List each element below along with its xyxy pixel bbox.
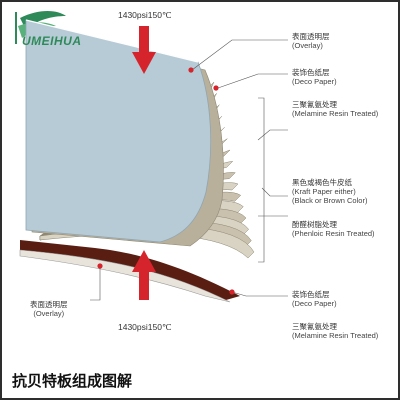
label-overlay-top: 表面透明层 (Overlay) [292, 32, 330, 50]
diagram-caption: 抗贝特板组成图解 [12, 372, 133, 390]
label-zh: 表面透明层 [30, 300, 68, 309]
kraft-bracket [258, 97, 265, 263]
label-en: (Overlay) [33, 309, 65, 318]
pressure-label-bottom: 1430psi150℃ [118, 322, 172, 332]
label-zh: 装饰色纸层 [292, 68, 330, 77]
logo-text: UMEIHUA [22, 34, 82, 48]
label-zh: 酚醛树脂处理 [292, 220, 337, 229]
leader-lines [90, 39, 288, 301]
label-en: (Melamine Resin Treated) [292, 109, 379, 118]
label-zh: 三聚氰氨处理 [292, 322, 337, 331]
label-en: (Overlay) [292, 41, 323, 50]
label-en: (Kraft Paper either) [292, 187, 356, 196]
label-en: (Black or Brown Color) [292, 196, 368, 205]
label-overlay-bottom: 表面透明层 (Overlay) [30, 300, 68, 318]
label-zh: 三聚氰氨处理 [292, 100, 337, 109]
bottom-kraft-sheet [20, 240, 240, 300]
top-pressure-arrow [132, 26, 156, 74]
label-zh: 装饰色纸层 [292, 290, 330, 299]
label-en: (Deco Paper) [292, 299, 337, 308]
leader-dots [97, 67, 235, 295]
bottom-overlay-sheet [19, 249, 231, 303]
label-zh: 黑色或褐色牛皮纸 [292, 178, 352, 187]
label-zh: 表面透明层 [292, 32, 330, 41]
label-melamine-top: 三聚氰氨处理 (Melamine Resin Treated) [292, 100, 378, 118]
pressure-label-top: 1430psi150℃ [118, 10, 172, 20]
label-en: (Phenloic Resin Treated) [292, 229, 375, 238]
label-en: (Deco Paper) [292, 77, 337, 86]
label-kraft: 黑色或褐色牛皮纸 (Kraft Paper either) (Black or … [292, 178, 367, 205]
overlay-sheet [25, 19, 212, 243]
label-en: (Melamine Resin Treated) [292, 331, 379, 340]
label-deco-bottom: 装饰色纸层 (Deco Paper) [292, 290, 337, 308]
bottom-pressure-arrow [132, 250, 156, 300]
label-melamine-bottom: 三聚氰氨处理 (Melamine Resin Treated) [292, 322, 378, 340]
label-phenolic: 酚醛树脂处理 (Phenloic Resin Treated) [292, 220, 375, 238]
label-deco-top: 装饰色纸层 (Deco Paper) [292, 68, 337, 86]
